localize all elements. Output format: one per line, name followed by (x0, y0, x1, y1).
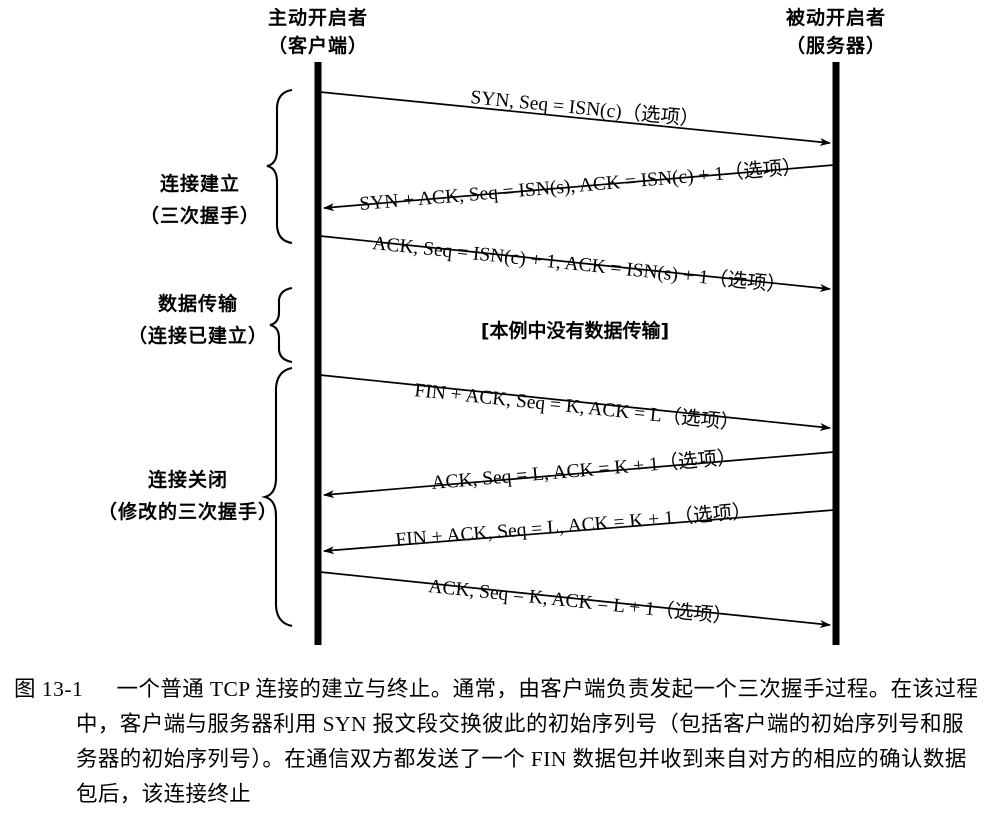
phase-label-establish-subtitle: （三次握手） (140, 204, 260, 227)
client-column-subtitle: （客户端） (268, 34, 368, 57)
arrow-ack-2 (323, 451, 835, 499)
arrow-syn-ack (323, 164, 835, 212)
brace-connection-establish (266, 88, 293, 245)
brace-data-transfer (269, 286, 293, 364)
phase-label-transfer-subtitle: （连接已建立） (128, 324, 268, 347)
message-label-fin-ack-1: FIN + ACK, Seq = K, ACK = L（选项） (413, 379, 740, 434)
arrow-ack-3 (319, 571, 831, 628)
message-label-syn: SYN, Seq = ISN(c)（选项） (470, 86, 701, 131)
message-label-syn-ack: SYN + ACK, Seq = ISN(s), ACK = ISN(c) + … (359, 156, 803, 215)
message-label-ack: ACK, Seq = ISN(c) + 1, ACK = ISN(s) + 1（… (371, 232, 787, 297)
brace-connection-close (261, 366, 293, 628)
arrow-fin-ack-2 (323, 509, 835, 555)
message-label-ack-3: ACK, Seq = K, ACK = L + 1（选项） (427, 575, 733, 628)
arrow-syn (319, 91, 831, 146)
caption-line-2: 中，客户端与服务器利用 SYN 报文段交换彼此的初始序列号（包括客户端的初始序列… (76, 712, 964, 736)
server-column-subtitle: （服务器） (786, 34, 886, 57)
phase-label-close-title: 连接关闭 (148, 468, 228, 491)
server-column-title: 被动开启者 (786, 6, 886, 29)
caption-line-3: 务器的初始序列号）。在通信双方都发送了一个 FIN 数据包并收到来自对方的相应的… (76, 747, 967, 771)
arrow-fin-ack-1 (319, 374, 831, 431)
caption-line-4: 包后，该连接终止 (76, 782, 252, 806)
caption-tag: 图 13-1 (14, 677, 117, 701)
message-label-fin-ack-2: FIN + ACK, Seq = L, ACK = K + 1（选项） (395, 500, 753, 551)
client-column-title: 主动开启者 (268, 6, 368, 29)
arrow-ack (319, 235, 831, 292)
no-data-note: [本例中没有数据传输] (481, 319, 669, 342)
phase-label-close-subtitle: （修改的三次握手） (98, 500, 278, 523)
phase-label-transfer-title: 数据传输 (158, 292, 238, 315)
figure-caption: 图 13-1 一个普通 TCP 连接的建立与终止。通常，由客户端负责发起一个三次… (0, 672, 985, 812)
caption-line-1: 图 13-1 一个普通 TCP 连接的建立与终止。通常，由客户端负责发起一个三次… (0, 672, 985, 707)
message-label-ack-2: ACK, Seq = L, ACK = K + 1（选项） (431, 446, 738, 494)
caption-line-1-text: 一个普通 TCP 连接的建立与终止。通常，由客户端负责发起一个三次握手过程。在该… (116, 677, 979, 701)
phase-label-establish-title: 连接建立 (160, 172, 240, 195)
